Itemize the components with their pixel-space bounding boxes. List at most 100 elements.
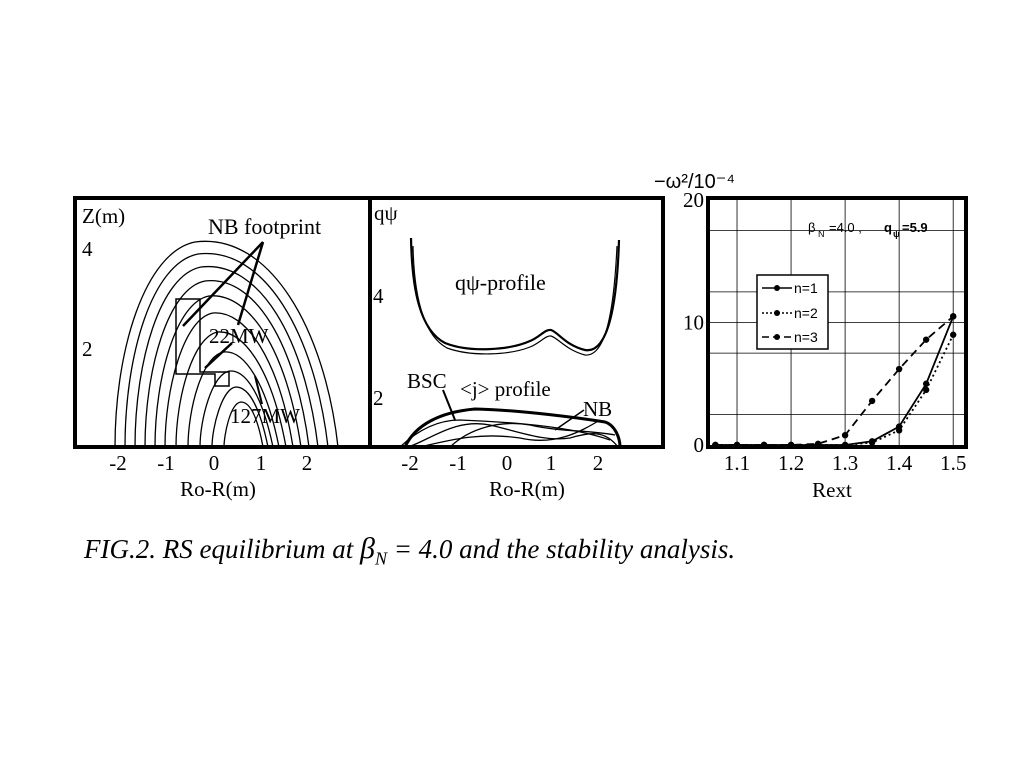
legend-entry-n2: n=2 [762, 305, 818, 321]
panel1-ytick-4: 4 [82, 237, 93, 261]
beta-subscript: N [818, 229, 825, 239]
leader-line [204, 342, 233, 369]
flux-contour [211, 386, 269, 448]
caption-prefix: FIG.2. RS equilibrium at [84, 534, 360, 564]
panel2-xtick: -1 [449, 451, 467, 475]
caption-suffix: = 4.0 and the stability analysis. [386, 534, 736, 564]
q-profile-curves [409, 237, 621, 356]
q-profile-label: qψ-profile [455, 270, 546, 295]
data-point-n3 [733, 441, 741, 449]
j-profile-label: <j> profile [460, 377, 551, 401]
x-tick-label: 1.3 [832, 451, 858, 475]
legend-label-n1: n=1 [794, 280, 818, 296]
data-point-n3 [868, 397, 876, 405]
flux-contour [154, 295, 302, 448]
bsc-leader-line [442, 389, 456, 421]
nb-footprint-label: NB footprint [208, 214, 321, 239]
q-value: =5.9 [902, 220, 928, 235]
data-point-n3 [760, 441, 768, 449]
x-tick-label: 1.5 [940, 451, 966, 475]
panel2-ytick-4: 4 [373, 284, 384, 308]
panel3-frame [706, 196, 968, 449]
legend-marker [774, 310, 780, 316]
y-tick-label: 10 [683, 311, 704, 335]
nb-current-curve [449, 422, 616, 448]
panel1-xlabel: Ro-R(m) [180, 477, 256, 501]
panel-equilibrium: Z(m) 4 2 NB footprint 22MW 127MW -2 -1 0… [73, 196, 372, 501]
legend-entry-n3: n=3 [762, 329, 818, 345]
flux-contour [223, 401, 264, 448]
panel2-xtick: 0 [502, 451, 513, 475]
beta-symbol: β [808, 220, 815, 235]
series-line-n3 [715, 315, 954, 446]
panel2-xtick: 1 [546, 451, 557, 475]
data-point-n1 [922, 380, 930, 387]
figure-caption: FIG.2. RS equilibrium at βN = 4.0 and th… [84, 532, 984, 569]
data-point-n3 [814, 440, 822, 447]
nb-label: NB [583, 397, 612, 421]
beta-q-params: β N =4.0 , q ψ =5.9 [808, 220, 928, 239]
data-point-n2 [895, 427, 903, 434]
y-tick-label: 0 [694, 433, 705, 457]
flux-contour [114, 240, 339, 448]
panel1-xtick: 2 [302, 451, 313, 475]
data-point-n3 [712, 441, 719, 449]
flux-contour [144, 280, 310, 448]
data-point-n2 [922, 386, 930, 394]
q-subscript: ψ [893, 229, 900, 239]
stability-grid [710, 200, 964, 445]
panel2-ytick-2: 2 [373, 386, 384, 410]
legend-marker [774, 285, 780, 291]
panel1-xtick: -2 [109, 451, 127, 475]
flux-contour [199, 370, 274, 448]
bsc-label: BSC [407, 369, 447, 393]
flux-contour [124, 252, 329, 448]
series-line-n1 [715, 316, 955, 446]
q-symbol: q [884, 220, 892, 235]
bsc-current-curve [403, 407, 622, 448]
nb-footprint-box [175, 298, 230, 387]
flux-surface-contours [114, 240, 339, 448]
panel3-ylabel-text: −ω²/10⁻⁴ [654, 171, 735, 193]
panel1-xtick: 0 [209, 451, 220, 475]
caption-beta-subscript: N [374, 548, 387, 569]
panel-q-profile: qψ 4 2 qψ-profile BSC <j> profile NB -2 … [368, 196, 665, 501]
legend-entry-n1: n=1 [762, 280, 818, 296]
j-profile-curve [407, 423, 619, 448]
data-point-n3 [841, 432, 849, 439]
flux-contour [134, 266, 319, 448]
panel3-xlabel: Rext [812, 478, 852, 502]
data-point-n3 [787, 441, 795, 449]
panel1-xtick: 1 [256, 451, 267, 475]
nb-leader-line [554, 409, 585, 431]
panel1-ylabel: Z(m) [82, 204, 125, 228]
x-tick-label: 1.1 [724, 451, 750, 475]
panel1-ytick-2: 2 [82, 337, 93, 361]
series-line-n2 [715, 334, 955, 446]
data-point-n3 [922, 336, 930, 343]
legend-label-n2: n=2 [794, 305, 818, 321]
q-profile-curve [409, 237, 621, 352]
leader-line [254, 375, 263, 405]
beta-value: =4.0 , [829, 220, 862, 235]
current-profile-curves [399, 407, 622, 448]
stability-legend: n=1 n=2 n=3 [756, 274, 829, 350]
y-tick-label: 20 [683, 188, 704, 212]
nb-current-curve [419, 419, 601, 448]
panel2-frame [368, 196, 665, 449]
panel2-ylabel: qψ [374, 201, 398, 225]
legend-marker [774, 334, 780, 340]
panel2-xlabel: Ro-R(m) [489, 477, 565, 501]
panel2-xtick: -2 [401, 451, 419, 475]
data-point-n2 [868, 439, 876, 446]
leader-line [182, 241, 264, 327]
power-22mw-label: 22MW [209, 324, 269, 348]
panel1-xtick: -1 [157, 451, 175, 475]
flux-contour [164, 312, 294, 448]
caption-beta-symbol: β [359, 532, 375, 565]
panel2-xtick: 2 [593, 451, 604, 475]
power-127mw-label: 127MW [230, 404, 300, 428]
